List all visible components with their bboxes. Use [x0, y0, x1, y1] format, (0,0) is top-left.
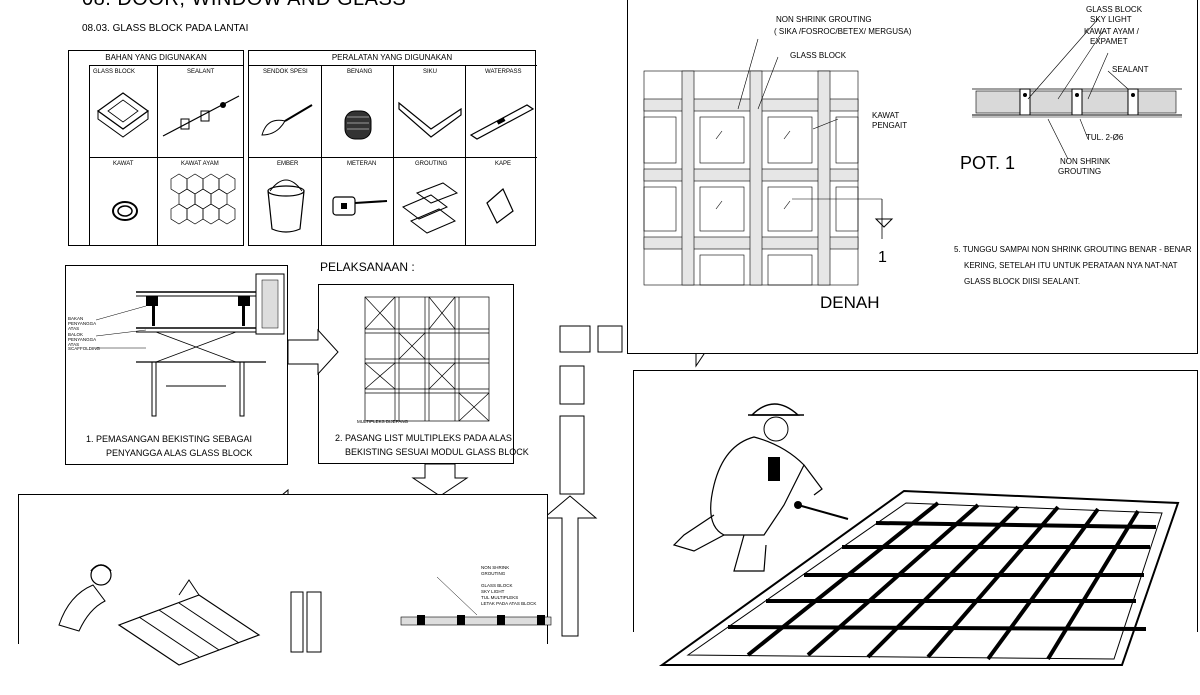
step1-label-balok: BALOK PENYANGGA ATAS: [68, 332, 96, 347]
tools-table: PERALATAN YANG DIGUNAKAN SENDOK SPESI BE…: [248, 50, 537, 246]
plan-label-kawat-2: PENGAIT: [872, 121, 908, 130]
multiplex-grid-drawing: [364, 296, 490, 422]
section-leader-lines: [1027, 18, 1129, 160]
small-section-drawing: [400, 576, 552, 626]
page-subtitle: 08.03. GLASS BLOCK PADA LANTAI: [82, 23, 249, 34]
step5-line-2: KERING, SETELAH ITU UNTUK PERATAAN NYA N…: [964, 261, 1178, 270]
section-title: POT. 1: [960, 153, 1016, 173]
chicken-wire-drawing: [170, 173, 236, 225]
glass-block-section-drawing: [972, 88, 1182, 118]
step1-panel: BAKAN PENYANGGA ATAS BALOK PENYANGGA ATA…: [65, 265, 288, 465]
section-label-sealant: SEALANT: [1112, 65, 1149, 74]
material-label-glass-block: GLASS BLOCK: [93, 69, 136, 75]
small-section-label-1: NON SHRINK: [481, 565, 510, 570]
string-spool-drawing: [344, 110, 372, 140]
section-label-glass: GLASS BLOCK: [1086, 5, 1143, 14]
grout-bags-drawing: [402, 182, 459, 234]
material-label-kawat: KAWAT: [113, 161, 134, 167]
step2-caption-line1: 2. PASANG LIST MULTIPLEKS PADA ALAS: [335, 433, 512, 443]
glass-block-plan-drawing: [643, 70, 883, 286]
sealant-drawing: [162, 95, 240, 137]
tool-label-siku: SIKU: [423, 69, 438, 75]
plan-title: DENAH: [820, 293, 880, 312]
small-section-label-2: GROUTING: [481, 571, 506, 576]
worker-grouting-drawing: [672, 403, 823, 572]
step1-label-bakan: BAKAN PENYANGGA ATAS: [68, 316, 96, 331]
arrow-step2-down: [411, 463, 469, 497]
arrow-up-to-center: [542, 495, 598, 637]
glass-block-drawing: [96, 92, 150, 138]
small-section-label-5: TUL MULTIPLEKS: [481, 595, 519, 600]
section-label-grout-1: NON SHRINK: [1060, 157, 1111, 166]
bucket-drawing: [267, 179, 305, 233]
small-section-label-6: LETAK PADA ATAS BLOCK: [481, 601, 537, 606]
step2-caption-line2: BEKISTING SESUAI MODUL GLASS BLOCK: [345, 447, 529, 457]
plan-label-grout-1: NON SHRINK GROUTING: [776, 15, 872, 24]
plan-cut-number: 1: [878, 249, 887, 266]
step3-panel: NON SHRINK GROUTING GLASS BLOCK SKY LIGH…: [18, 494, 552, 666]
square-ruler-drawing: [398, 101, 462, 138]
arrow-small-vertical: [290, 591, 322, 653]
plan-section-panel: NON SHRINK GROUTING ( SIKA /FOSROC/BETEX…: [627, 0, 1198, 354]
pelaksanaan-heading: PELAKSANAAN :: [320, 260, 415, 274]
arrow-step1-to-step2: [287, 328, 339, 376]
materials-header: BAHAN YANG DIGUNAKAN: [105, 53, 207, 62]
tool-label-grouting: GROUTING: [415, 161, 448, 167]
spirit-level-drawing: [469, 104, 535, 140]
tape-measure-drawing: [332, 196, 388, 216]
tool-label-ember: EMBER: [277, 161, 299, 167]
step1-caption-line1: 1. PEMASANGAN BEKISTING SEBAGAI: [86, 434, 253, 444]
section-label-sky: SKY LIGHT: [1090, 15, 1132, 24]
formwork-elevation-drawing: [95, 273, 285, 417]
tool-label-benang: BENANG: [347, 69, 373, 75]
material-label-kawat-ayam: KAWAT AYAM: [181, 161, 219, 167]
tools-header: PERALATAN YANG DIGUNAKAN: [331, 53, 453, 62]
section-label-grout-2: GROUTING: [1058, 167, 1102, 176]
material-label-sealant: SEALANT: [187, 69, 215, 75]
plan-label-glass: GLASS BLOCK: [790, 51, 847, 60]
section-label-kawat-1: KAWAT AYAM /: [1084, 27, 1139, 36]
worker-formwork-drawing: [58, 564, 261, 666]
grouting-render-panel: [633, 370, 1198, 666]
step1-caption-line2: PENYANGGA ALAS GLASS BLOCK: [106, 448, 253, 458]
tool-label-kape: KAPE: [495, 161, 512, 167]
step5-line-3: GLASS BLOCK DIISI SEALANT.: [964, 277, 1081, 286]
small-section-label-4: SKY LIGHT: [481, 589, 505, 594]
plan-label-grout-2: ( SIKA /FOSROC/BETEX/ MERGUSA): [774, 27, 912, 36]
tool-label-sendok-spesi: SENDOK SPESI: [263, 69, 308, 75]
plan-label-kawat-1: KAWAT: [872, 111, 900, 120]
plan-leader-lines: [737, 38, 839, 130]
page-title: 08. DOOR, WINDOW AND GLASS: [82, 0, 406, 11]
section-label-kawat-2: EXPAMET: [1090, 37, 1128, 46]
glass-floor-render-drawing: [658, 489, 1180, 666]
materials-table: BAHAN YANG DIGUNAKAN GLASS BLOCK SEALANT…: [68, 50, 244, 246]
tool-label-meteran: METERAN: [347, 161, 377, 167]
wire-coil-drawing: [112, 201, 138, 221]
tool-label-waterpass: WATERPASS: [485, 69, 522, 75]
scraper-drawing: [486, 188, 514, 224]
small-section-label-3: GLASS BLOCK: [481, 583, 513, 588]
section-cut-marker: [874, 218, 894, 228]
arrow-up-vertical: [559, 365, 585, 495]
step2-label-multipleks: MULTIPLEKS DIJEPANG: [357, 419, 409, 424]
step5-line-1: 5. TUNGGU SAMPAI NON SHRINK GROUTING BEN…: [954, 245, 1192, 254]
step1-label-scaffolding: SCAFFOLDING: [68, 346, 101, 351]
section-label-tul: TUL. 2-Ø6: [1086, 133, 1124, 142]
trowel-drawing: [261, 104, 313, 136]
